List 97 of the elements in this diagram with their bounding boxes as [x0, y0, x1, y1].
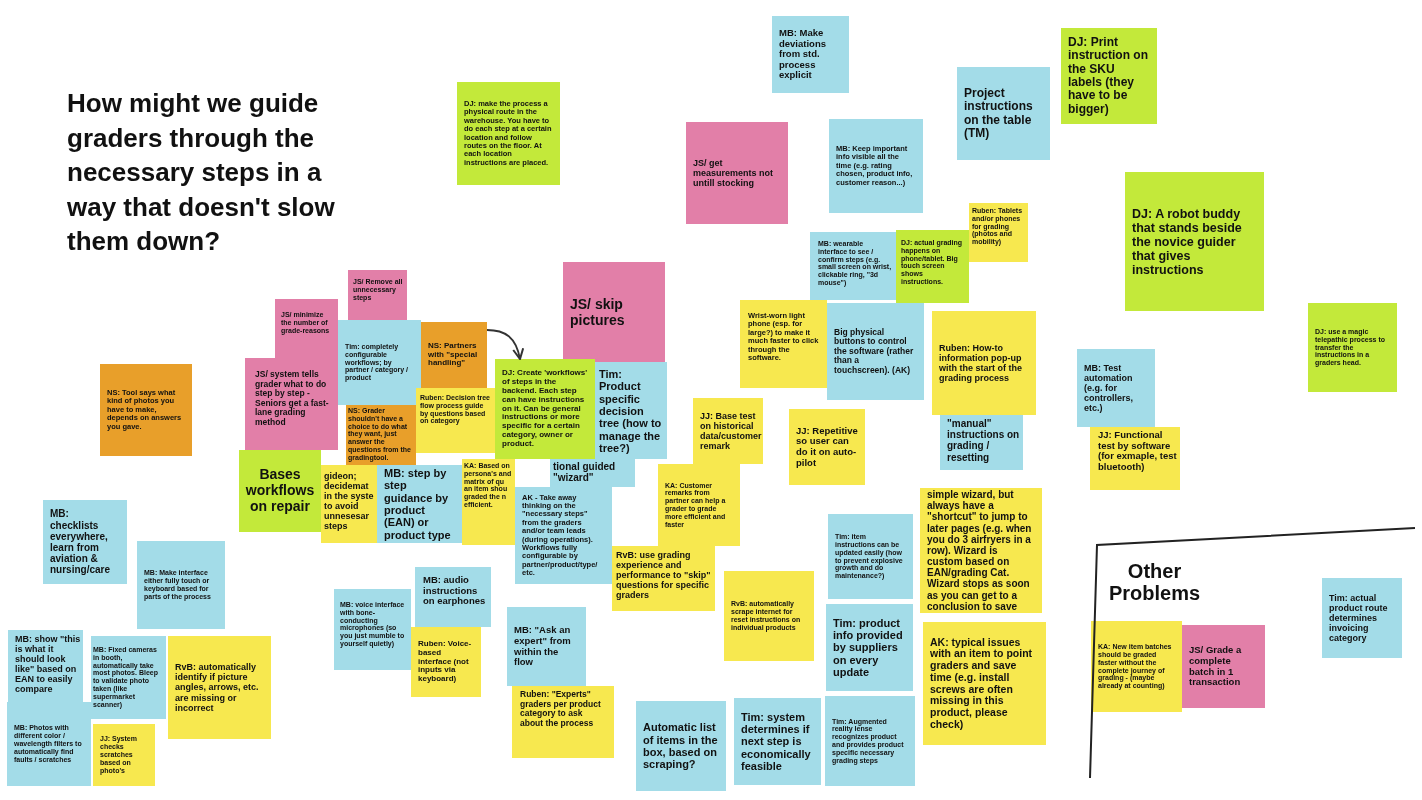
sticky-note: [810, 232, 896, 300]
note-text: Big physical buttons to control the software (rather than a touchscreen). (AK): [834, 327, 915, 376]
note-text: JS/ system tells grader what to do step by step - Seniors get a fast-lane grading method: [255, 370, 330, 428]
sticky-note: [740, 300, 827, 388]
sticky-note: [348, 270, 407, 320]
sticky-note: [940, 415, 1023, 470]
note-text: RvB: automatically identify if picture angles, arrows, etc. are missing or incorrect: [175, 662, 260, 713]
sticky-note: [825, 696, 915, 786]
sticky-note: [1125, 172, 1264, 311]
note-text: JJ: Repetitive so user can do it on auto-pilot: [796, 425, 858, 469]
sticky-note: [275, 299, 338, 358]
sticky-note: [789, 409, 865, 485]
sticky-note: [1308, 303, 1397, 392]
note-text: MB: Make deviations from std. process explicit: [779, 27, 827, 82]
note-text: Tim: system determines if next step is economically feasible: [741, 710, 812, 773]
note-text: JJ: Base test on historical data/customer remark: [700, 410, 762, 452]
sticky-note: [168, 636, 271, 739]
note-text: MB: step by step guidance by product (EAN) or product type: [384, 467, 452, 541]
sticky-note: [7, 702, 91, 786]
sticky-note: [724, 571, 814, 661]
note-text: simple wizard, but always have a "shortcut" to jump to later pages (e.g. when you do 3 airfryers in a row). Wizard is custom based on EAN/grading Cat. Wizard stops as soon as you can get to a conclusion to save: [927, 488, 1033, 613]
note-text: MB: Test automation (e.g. for controllers, etc.): [1084, 362, 1134, 414]
note-text: Tim: Product specific decision tree (how to manage the tree?): [599, 368, 663, 455]
note-text: Tim: actual product route determines invoicing category: [1329, 592, 1389, 644]
sticky-note: [772, 16, 849, 93]
sticky-note: [826, 604, 913, 691]
sticky-note: [829, 119, 923, 213]
sticky-note: [957, 67, 1050, 160]
sticky-note: [828, 514, 913, 599]
sticky-note: [1091, 621, 1182, 712]
sticky-note: [734, 698, 821, 785]
sticky-note: [1322, 578, 1402, 658]
note-text: tional guided "wizard": [553, 461, 617, 484]
sticky-note: [1061, 28, 1157, 124]
title: How might we guide graders through the necessary steps in a way that doesn't slow them down?: [67, 87, 336, 259]
sticky-note: [827, 303, 924, 400]
note-text: JJ: Functional test by software (for exmaple, test bluetooth): [1098, 430, 1178, 473]
note-text: MB: checklists everywhere, learn from aviation & nursing/care: [50, 508, 112, 576]
note-text: MB: show "this is what it should look like" based on EAN to easily compare: [15, 634, 81, 695]
sticky-note: [8, 630, 83, 702]
section-heading: Other Problems: [1107, 560, 1202, 604]
note-text: AK: typical issues with an item to point graders and save time (e.g. install screws are often missing in this product, please check): [930, 636, 1034, 731]
sticky-note: [896, 230, 969, 303]
sticky-note: [515, 487, 612, 584]
note-text: Bases workflows on repair: [245, 467, 315, 515]
note-text: RvB: use grading experience and performance to "skip" questions for specific graders: [616, 550, 712, 601]
sticky-note: [932, 311, 1036, 415]
sticky-note: [1077, 349, 1155, 427]
sticky-note: [686, 122, 788, 224]
sticky-note: [239, 450, 321, 532]
note-text: MB: audio instructions on earphones: [423, 575, 487, 607]
note-text: gideon; decidemat in the syste to avoid unnesesar steps: [324, 471, 375, 532]
note-text: NS: Partners with "special handling": [428, 341, 479, 369]
note-text: Ruben: Voice-based interface (not inputs via keyboard): [418, 639, 473, 685]
sticky-note: [43, 500, 127, 584]
sticky-note: [334, 589, 411, 670]
sticky-note: [338, 320, 421, 405]
sticky-note: [1182, 625, 1265, 708]
note-text: JS/ skip pictures: [570, 297, 626, 329]
sticky-note: [245, 358, 338, 450]
note-text: JS/ get measurements not untill stocking: [693, 157, 775, 189]
note-text: MB: "Ask an expert" from within the flow: [514, 625, 572, 668]
sticky-note: [457, 82, 560, 185]
note-text: Automatic list of items in the box, based on scraping?: [643, 721, 719, 771]
sticky-note: [612, 546, 715, 611]
note-text: DJ: Print instruction on the SKU labels (they have to be bigger): [1068, 35, 1149, 117]
sticky-note: [969, 203, 1028, 262]
sticky-note: [1090, 427, 1180, 490]
sticky-note: [377, 465, 462, 543]
sticky-note: [100, 364, 192, 456]
sticky-note: [507, 607, 586, 686]
note-text: Tim: product info provided by suppliers on every update: [833, 616, 904, 679]
sticky-note: [321, 465, 377, 543]
sticky-note: [416, 388, 495, 453]
sticky-note: [91, 636, 166, 719]
sticky-note: [462, 459, 515, 545]
note-text: Ruben: "Experts" graders per product category to ask about the process: [520, 690, 602, 729]
note-text: "manual" instructions on grading / resetting: [947, 418, 1021, 463]
note-text: DJ: A robot buddy that stands beside the novice guider that gives instructions: [1132, 206, 1243, 277]
sticky-note: [93, 724, 155, 786]
sticky-note: [693, 398, 763, 464]
note-text: Ruben: How-to information pop-up with the start of the grading process: [939, 342, 1023, 384]
note-text: DJ: Create 'workflows' of steps in the backend. Each step can have instructions on it. Can be general instructions or more specific for a certain category, owner or product.: [502, 368, 588, 450]
sticky-note: [923, 622, 1046, 745]
sticky-note: [411, 627, 481, 697]
note-text: Project instructions on the table (TM): [964, 86, 1034, 141]
sticky-note: [137, 541, 225, 629]
note-text: JS/ Grade a complete batch in 1 transaction: [1189, 645, 1243, 688]
sticky-note: [563, 262, 665, 364]
sticky-note: [636, 701, 726, 791]
sticky-note: [415, 567, 491, 627]
sticky-note: [495, 359, 595, 459]
sticky-note: [421, 322, 487, 388]
sticky-note: [550, 459, 635, 487]
arrow: [486, 329, 524, 360]
sticky-note: [512, 686, 614, 758]
sticky-note: [595, 362, 667, 459]
